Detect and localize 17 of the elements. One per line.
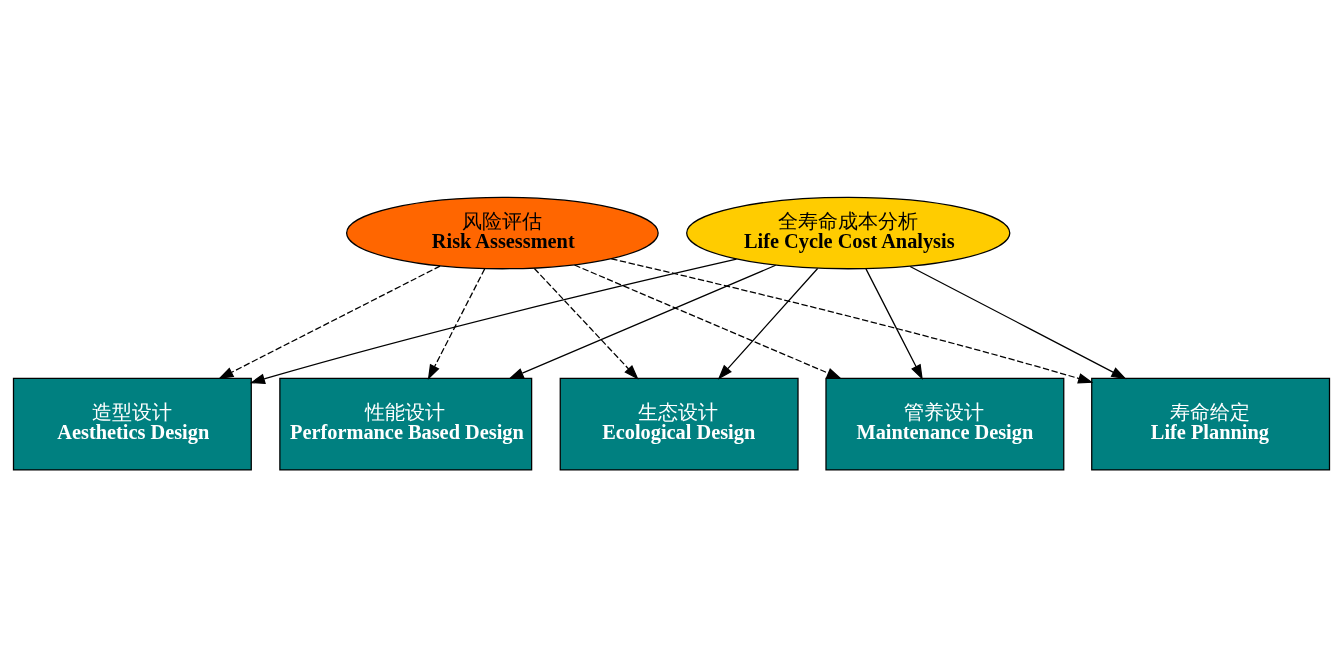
arrow — [427, 268, 486, 380]
arrow — [573, 264, 842, 379]
arrow — [717, 267, 819, 380]
arrow — [218, 265, 441, 380]
node-box: 管养设计 Maintenance Design — [825, 377, 1065, 471]
arrow — [909, 265, 1127, 380]
node-box: 造型设计 Aesthetics Design — [12, 377, 252, 471]
node-ellipse: 风险评估 Risk Assessment — [346, 196, 659, 270]
arrow — [508, 264, 777, 380]
arrow — [865, 268, 923, 380]
node-box: 生态设计 Ecological Design — [559, 377, 799, 471]
arrow — [249, 258, 738, 384]
arrow — [533, 267, 639, 380]
arrow — [610, 258, 1094, 384]
node-ellipse: 全寿命成本分析 Life Cycle Cost Analysis — [686, 196, 1011, 270]
node-box: 寿命给定 Life Planning — [1091, 377, 1331, 471]
node-box: 性能设计 Performance Based Design — [279, 377, 533, 471]
